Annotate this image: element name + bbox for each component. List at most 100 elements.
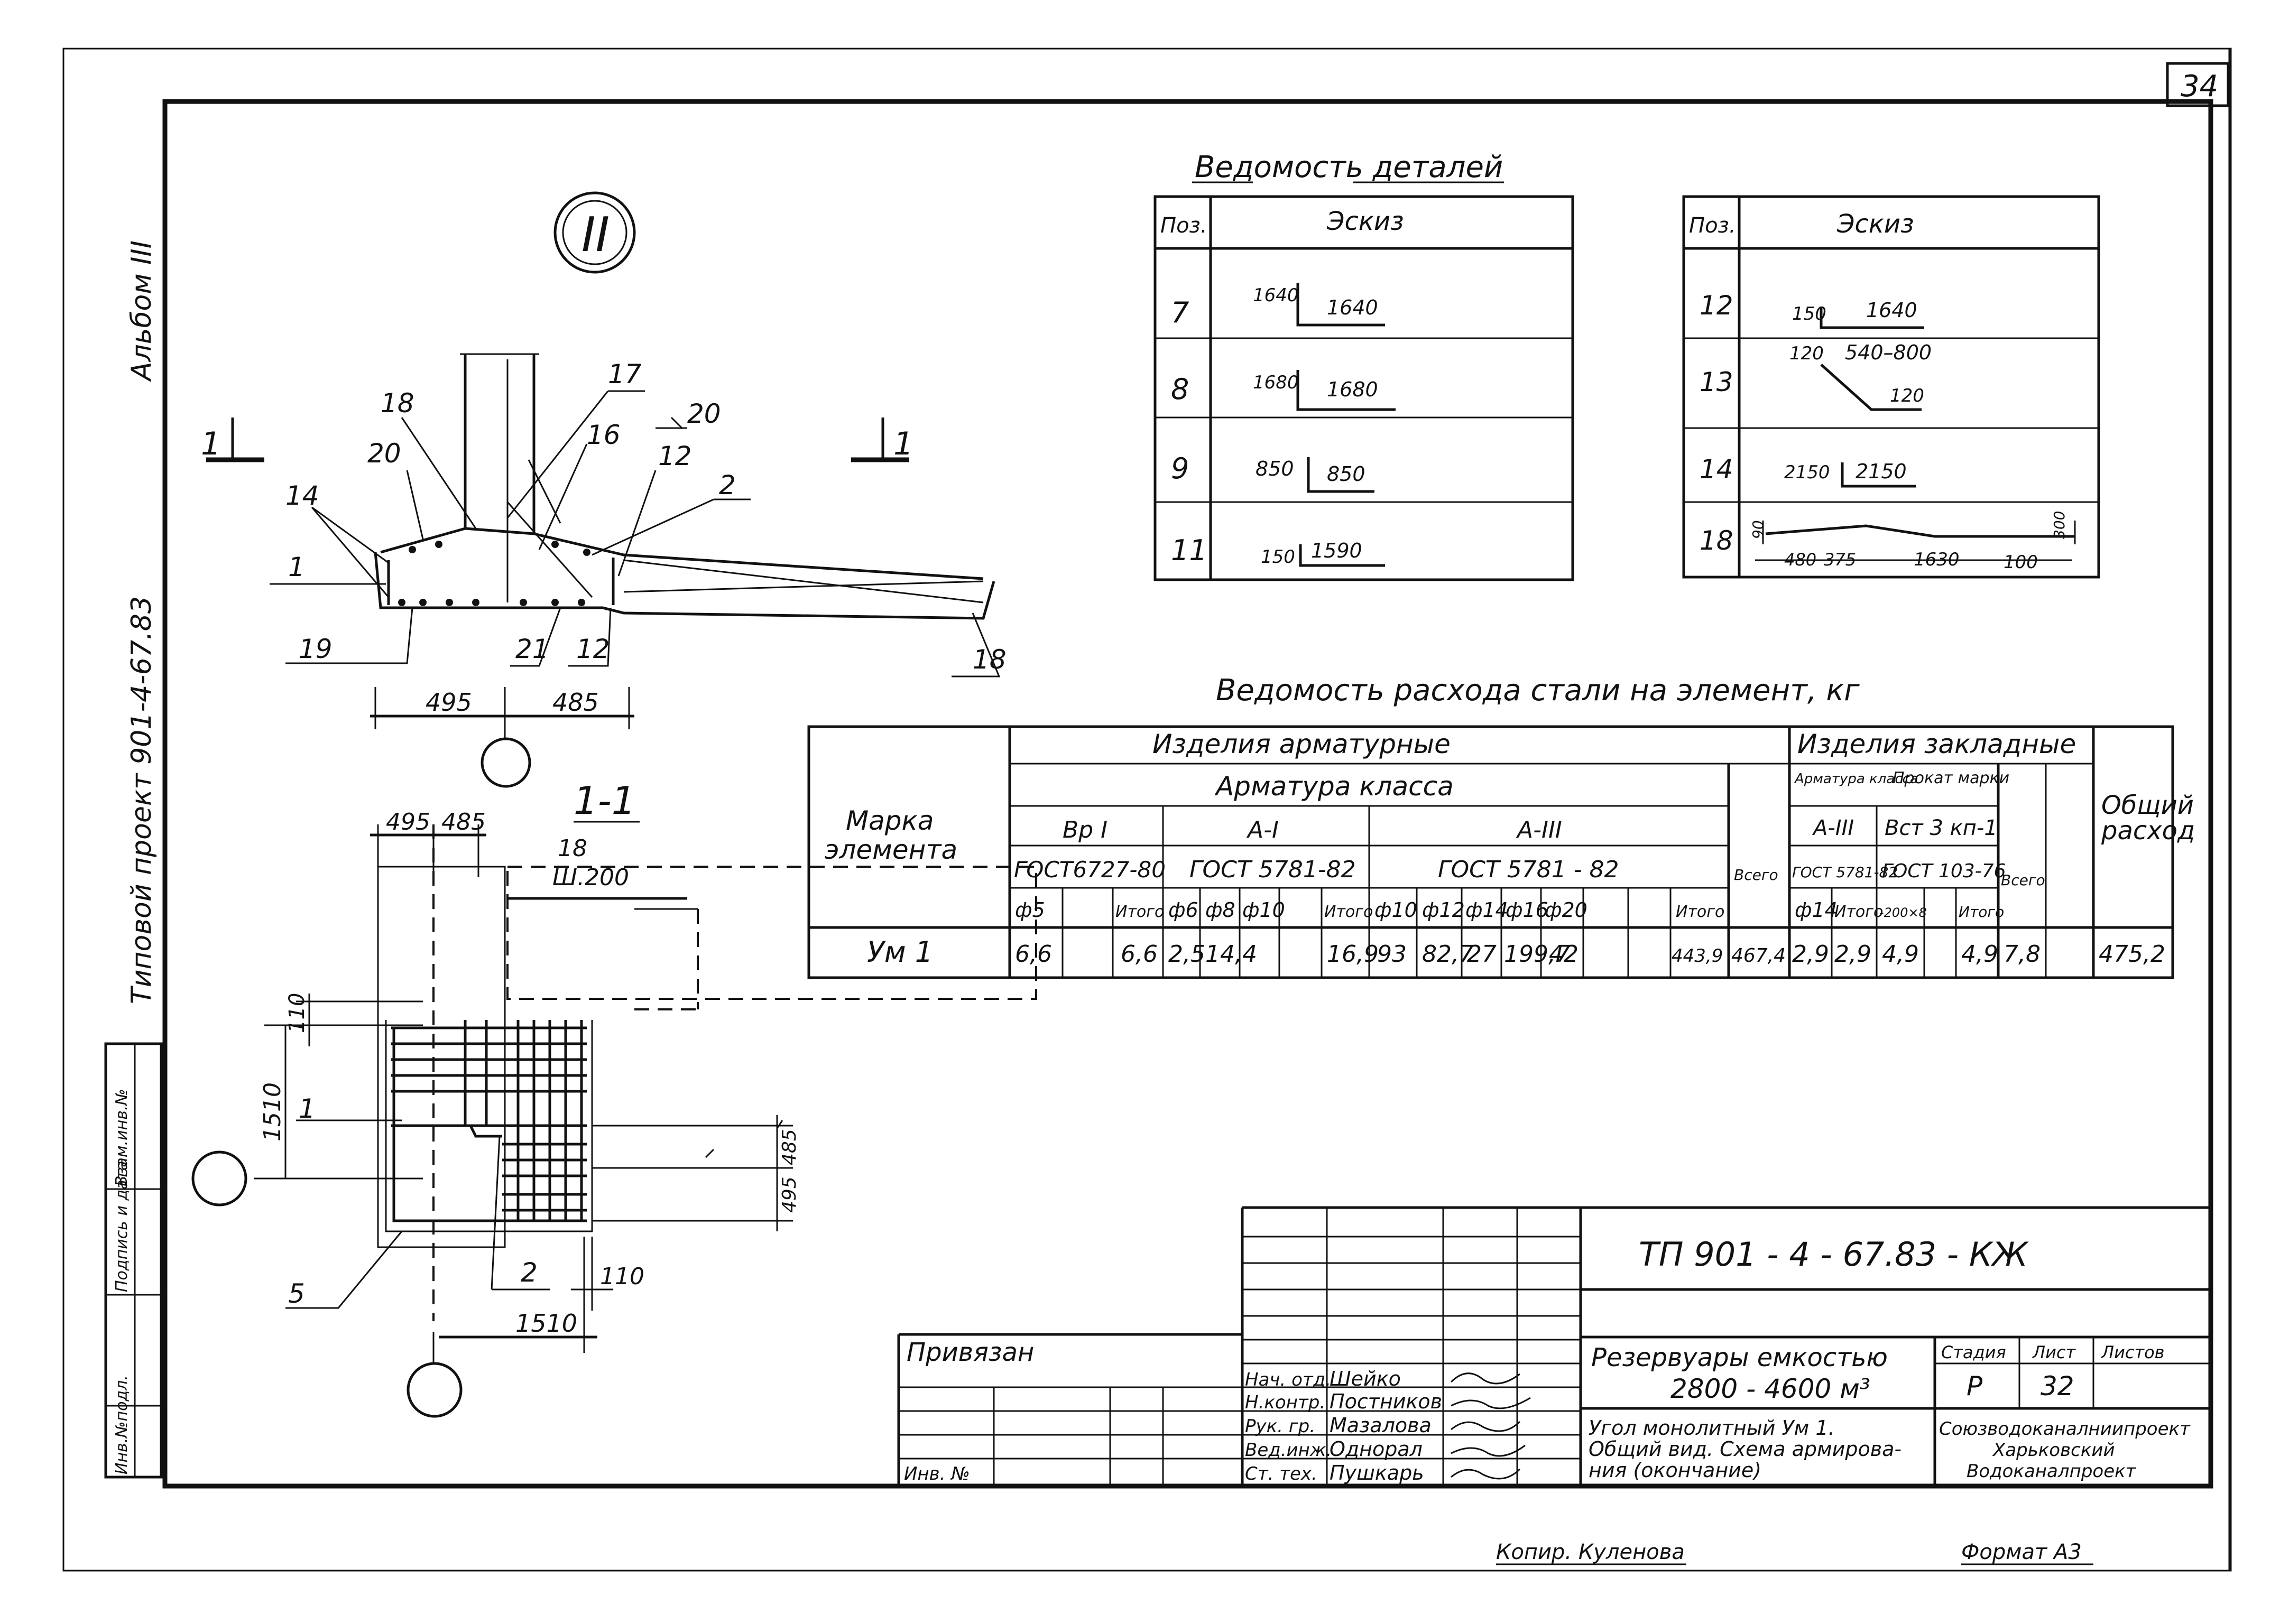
section-title: 1-1 — [574, 778, 636, 823]
section-label-1: 1 — [299, 1093, 316, 1124]
stamp-replace: Взам.инв.№ — [113, 1089, 131, 1186]
inner-frame — [162, 99, 2213, 1489]
sheet-number-box — [2166, 62, 2230, 107]
node-label-18b: 18 — [973, 644, 1007, 675]
steel-row-mark: Ум 1 — [867, 935, 933, 969]
v10: 199,7 — [1504, 941, 1571, 968]
role-4: Ст. тех. — [1245, 1463, 1317, 1484]
steel-g2-a-gost: ГОСТ 5781-82 — [1792, 864, 1898, 881]
tb-privyazan: Привязан — [907, 1338, 1034, 1367]
node-label-21: 21 — [515, 634, 549, 664]
details-title: Ведомость деталей — [1195, 150, 1503, 184]
dr-14-b: 2150 — [1856, 460, 1907, 483]
steel-g2-b-cls: Вст 3 кп-1 — [1885, 816, 1998, 840]
dl-9-b: 850 — [1327, 462, 1365, 486]
node-label-17: 17 — [608, 359, 642, 389]
col-plate: -200×8 — [1879, 905, 1927, 920]
v14: 467,4 — [1731, 945, 1786, 967]
section-label-5: 5 — [288, 1278, 305, 1309]
node-label-18: 18 — [381, 388, 414, 419]
v4: 14,4 — [1205, 941, 1257, 968]
v0: 6,6 — [1015, 941, 1052, 968]
dr-pos-12: 12 — [1700, 290, 1733, 321]
name-4: Пушкарь — [1330, 1461, 1424, 1484]
stamp-sign: Подпись и дата — [113, 1161, 131, 1293]
col-itogo2: Итого — [1324, 903, 1373, 921]
section-note-sh200: Ш.200 — [552, 864, 629, 891]
v21: 475,2 — [2099, 941, 2165, 968]
node-label-1: 1 — [288, 552, 305, 582]
node-drawing: II 1 1 18 17 — [201, 191, 1007, 788]
steel-group1-sub: Арматура класса — [1214, 771, 1454, 802]
dl-pos-8: 8 — [1171, 373, 1189, 406]
steel-cls-a1: А-I — [1246, 816, 1279, 843]
steel-group1: Изделия арматурные — [1152, 729, 1451, 759]
col-f5: ф5 — [1015, 898, 1045, 922]
section-dim-1510h: 1510 — [515, 1309, 577, 1338]
node-label-20: 20 — [367, 438, 401, 469]
dr-14-a: 2150 — [1784, 462, 1830, 483]
steel-gost-bp: ГОСТ6727-80 — [1014, 857, 1166, 883]
col-f20: ф20 — [1545, 898, 1587, 922]
tb-inv: Инв. № — [904, 1463, 970, 1484]
v17: 4,9 — [1882, 941, 1919, 968]
side-labels: Альбом III Типовой проект 901-4-67.83 Ин… — [104, 240, 163, 1479]
steel-gost-a1: ГОСТ 5781-82 — [1189, 856, 1356, 883]
sheet-format: Формат А3 — [1961, 1540, 2082, 1564]
col-f16: ф16 — [1506, 898, 1548, 922]
dr-head-sketch: Эскиз — [1836, 209, 1914, 239]
node-label-14: 14 — [285, 480, 319, 511]
v13: 443,9 — [1672, 945, 1723, 967]
col-f8: ф8 — [1205, 898, 1235, 922]
dr-pos-18: 18 — [1700, 525, 1733, 556]
section-dim-495v: 495 — [779, 1176, 800, 1213]
section-dim-1510v: 1510 — [259, 1082, 286, 1142]
dl-pos-9: 9 — [1171, 452, 1189, 485]
dl-head-sketch: Эскиз — [1326, 207, 1404, 236]
steel-cls-bp: Вр I — [1063, 816, 1107, 843]
role-3: Вед.инж. — [1245, 1440, 1332, 1461]
section-note-18: 18 — [558, 835, 587, 862]
tb-stage: Р — [1967, 1371, 1983, 1402]
title-block: ТП 901 - 4 - 67.83 - КЖ Привязан Инв. № … — [897, 1206, 2211, 1486]
tb-title1: Резервуары емкостью — [1591, 1343, 1888, 1372]
dl-7-b: 1640 — [1327, 296, 1378, 319]
tb-org-1: Союзводоканалниипроект — [1939, 1418, 2191, 1440]
details-table-left: Поз. Эскиз 7 1640 1640 8 1680 1680 9 850… — [1153, 195, 1574, 581]
details-table-right: Поз. Эскиз 12 150 1640 13 120 540–800 12… — [1682, 195, 2100, 579]
name-0: Шейко — [1330, 1367, 1401, 1390]
dr-18-b: 375 — [1824, 550, 1856, 570]
col-f10a: ф10 — [1242, 898, 1285, 922]
tb-sheet-h: Лист — [2032, 1342, 2076, 1362]
v15: 2,9 — [1792, 941, 1829, 968]
section-dim-495: 495 — [386, 809, 430, 836]
dl-9-a: 850 — [1256, 457, 1294, 480]
v20: 7,8 — [2004, 941, 2041, 968]
col-f10b: ф10 — [1374, 898, 1417, 922]
node-dim-495: 495 — [426, 688, 472, 717]
v11: 42 — [1549, 941, 1579, 968]
steel-vsego-1: Всего — [1734, 866, 1778, 884]
section-dim-110h: 110 — [600, 1263, 644, 1290]
stamp-inv: Инв.№подл. — [113, 1375, 131, 1474]
col-itogo1: Итого — [1115, 903, 1164, 921]
steel-gost-a3: ГОСТ 5781 - 82 — [1438, 856, 1619, 883]
role-0: Нач. отд. — [1245, 1369, 1331, 1390]
name-2: Мазалова — [1330, 1414, 1432, 1437]
v8: 82,7 — [1422, 941, 1474, 968]
dr-head-pos: Поз. — [1689, 214, 1736, 238]
dr-18-f: 300 — [2051, 511, 2068, 539]
v9: 27 — [1467, 941, 1497, 968]
dr-pos-14: 14 — [1700, 454, 1733, 485]
node-label-16: 16 — [587, 420, 621, 450]
tb-title2: 2800 - 4600 м³ — [1670, 1374, 1870, 1404]
steel-group2: Изделия закладные — [1797, 729, 2076, 759]
section-label-2: 2 — [521, 1257, 538, 1288]
v19: 4,9 — [1961, 941, 1998, 968]
section-mark-left: 1 — [201, 425, 221, 462]
signatures — [1450, 1372, 1531, 1480]
v7: 93 — [1377, 941, 1407, 968]
